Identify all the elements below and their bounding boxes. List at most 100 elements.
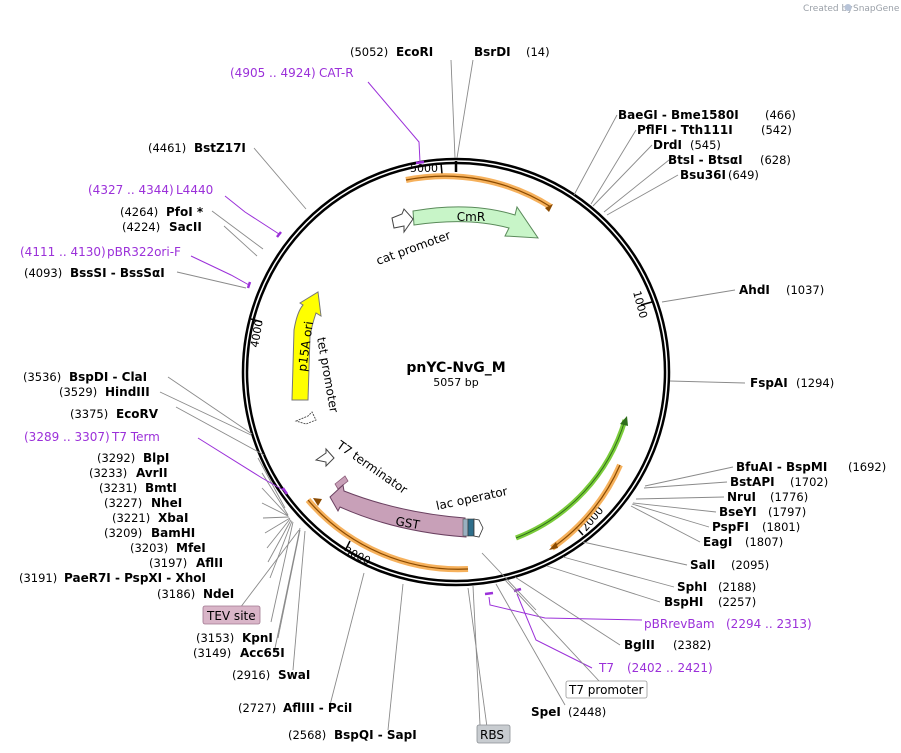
tick-1000 — [640, 301, 653, 306]
svg-text:EcoRI: EcoRI — [396, 45, 433, 59]
enzyme-label-xbai[interactable]: (3221) XbaI — [112, 511, 188, 525]
primer-label-t7-term[interactable]: (3289 .. 3307) T7 Term — [24, 430, 160, 444]
cmr-feature[interactable] — [412, 205, 539, 239]
svg-text:(3292): (3292) — [97, 451, 135, 465]
svg-text:(5052): (5052) — [350, 45, 388, 59]
primer-label-pbr322ori-f[interactable]: (4111 .. 4130) pBR322ori-F — [20, 245, 181, 259]
tick-label-5000: 5000 — [410, 162, 438, 175]
svg-text:(1294): (1294) — [796, 376, 834, 390]
enzyme-label-btsi[interactable]: BtsI - BtsαI (628) — [668, 153, 791, 167]
enzyme-label-drdi[interactable]: DrdI (545) — [653, 138, 721, 152]
t7-terminator-arrow-icon[interactable] — [314, 447, 335, 468]
rbs-box[interactable]: RBS — [476, 724, 511, 744]
tet-promoter-feature[interactable] — [294, 411, 317, 425]
enzyme-label-sali[interactable]: SalI (2095) — [690, 558, 769, 572]
enzyme-label-paer7i[interactable]: (3191) PaeR7I - PspXI - XhoI — [19, 571, 206, 585]
enzyme-label-spei[interactable]: SpeI (2448) — [531, 705, 606, 719]
primer-label-l4440[interactable]: (4327 .. 4344) L4440 — [88, 183, 213, 197]
cmr-cds-arrow — [545, 204, 553, 212]
svg-text:(4093): (4093) — [24, 266, 62, 280]
enzyme-label-hindiii[interactable]: (3529) HindIII — [59, 385, 150, 399]
enzyme-label-afliii[interactable]: (2727) AflIII - PciI — [238, 701, 352, 715]
svg-text:(2257): (2257) — [718, 595, 756, 609]
enzyme-label-aflii[interactable]: (3197) AflII — [149, 556, 223, 570]
tev-site-feature[interactable] — [334, 475, 349, 490]
enzyme-label-ecori[interactable]: (5052) EcoRI — [350, 45, 433, 59]
svg-text:pBR322ori-F: pBR322ori-F — [107, 245, 181, 259]
enzyme-label-avrii[interactable]: (3233) AvrII — [89, 466, 168, 480]
plasmid-length: 5057 bp — [433, 376, 478, 389]
enzyme-label-mfei[interactable]: (3203) MfeI — [130, 541, 206, 555]
primer-mark-cat-r — [415, 160, 425, 165]
t7-promoter-feature[interactable] — [473, 518, 484, 538]
svg-text:(2188): (2188) — [718, 580, 756, 594]
svg-text:Acc65I: Acc65I — [240, 646, 285, 660]
svg-text:AflIII - PciI: AflIII - PciI — [283, 701, 352, 715]
svg-text:MfeI: MfeI — [176, 541, 206, 555]
enzyme-label-nrui[interactable]: NruI (1776) — [727, 490, 808, 504]
svg-text:(3149): (3149) — [193, 646, 231, 660]
tick-label-4000: 4000 — [248, 319, 266, 349]
enzyme-label-blpi[interactable]: (3292) BlpI — [97, 451, 169, 465]
svg-text:(3191): (3191) — [19, 571, 57, 585]
enzyme-label-bsrdi[interactable]: BsrDI (14) — [474, 45, 550, 59]
green-orf-arrow — [620, 416, 628, 426]
orf-cds-arrow — [549, 542, 558, 550]
svg-text:AvrII: AvrII — [136, 466, 168, 480]
primer-label-cat-r[interactable]: (4905 .. 4924) CAT-R — [230, 66, 354, 80]
svg-text:BseYI: BseYI — [719, 505, 757, 519]
enzyme-label-sacii[interactable]: (4224) SacII — [122, 220, 202, 234]
tev-site-box[interactable]: TEV site — [202, 605, 261, 625]
enzyme-label-pflfi[interactable]: PflFI - Tth111I (542) — [637, 123, 792, 137]
enzyme-label-bglii[interactable]: BglII (2382) — [624, 638, 711, 652]
t7-promoter-box[interactable]: T7 promoter — [565, 680, 648, 699]
enzyme-label-acc65i[interactable]: (3149) Acc65I — [193, 646, 285, 660]
enzyme-label-baegi[interactable]: BaeGI - Bme1580I (466) — [618, 108, 796, 122]
svg-text:BamHI: BamHI — [151, 526, 195, 540]
enzyme-label-pspfi[interactable]: PspFI (1801) — [712, 520, 800, 534]
enzyme-label-pfoi[interactable]: (4264) PfoI * — [120, 205, 204, 219]
svg-text:(3203): (3203) — [130, 541, 168, 555]
primer-label-t7[interactable]: T7 (2402 .. 2421) — [598, 661, 713, 675]
svg-text:SpeI: SpeI — [531, 705, 561, 719]
svg-text:NheI: NheI — [151, 496, 182, 510]
svg-text:BmtI: BmtI — [145, 481, 177, 495]
enzyme-label-eagi[interactable]: EagI (1807) — [703, 535, 783, 549]
svg-text:(2916): (2916) — [232, 668, 270, 682]
enzyme-label-bspqi[interactable]: (2568) BspQI - SapI — [288, 728, 417, 742]
svg-text:(2568): (2568) — [288, 728, 326, 742]
gst-label: GST — [394, 514, 421, 532]
enzyme-label-bmti[interactable]: (3231) BmtI — [99, 481, 177, 495]
t7-terminator-label: T7 terminator — [333, 437, 410, 496]
credit-prefix: Created by — [803, 4, 853, 14]
enzyme-label-bsssi[interactable]: (4093) BssSI - BssSαI — [24, 266, 165, 280]
svg-text:(3186): (3186) — [157, 587, 195, 601]
enzyme-label-nhei[interactable]: (3227) NheI — [104, 496, 182, 510]
enzyme-label-bstz17i[interactable]: (4461) BstZ17I — [148, 141, 246, 155]
enzyme-label-bsphi[interactable]: BspHI (2257) — [664, 595, 756, 609]
p15a-ori-label: p15A ori — [295, 320, 316, 372]
primer-label-pbrrevbam[interactable]: pBRrevBam (2294 .. 2313) — [644, 617, 812, 631]
enzyme-label-ndei[interactable]: (3186) NdeI — [157, 587, 234, 601]
svg-text:(3209): (3209) — [104, 526, 142, 540]
lac-operator-segment-a[interactable] — [462, 518, 469, 537]
enzyme-label-bseyi[interactable]: BseYI (1797) — [719, 505, 806, 519]
enzyme-label-bamhi[interactable]: (3209) BamHI — [104, 526, 195, 540]
enzyme-label-bstapi[interactable]: BstAPI (1702) — [730, 475, 828, 489]
enzyme-label-ecorv[interactable]: (3375) EcoRV — [70, 407, 159, 421]
enzyme-label-bspdi[interactable]: (3536) BspDI - ClaI — [23, 370, 147, 384]
enzyme-label-bfuai[interactable]: BfuAI - BspMI (1692) — [736, 460, 886, 474]
enzyme-label-fspai[interactable]: FspAI (1294) — [750, 376, 834, 390]
p15a-ori-feature[interactable] — [291, 291, 322, 401]
lac-operator-feature[interactable] — [467, 518, 475, 537]
svg-text:NruI: NruI — [727, 490, 756, 504]
cmr-cds-highlight — [405, 173, 553, 210]
enzyme-label-swai[interactable]: (2916) SwaI — [232, 668, 310, 682]
cat-promoter-feature[interactable] — [391, 208, 414, 234]
enzyme-label-sphi[interactable]: SphI (2188) — [677, 580, 756, 594]
enzyme-label-kpni[interactable]: (3153) KpnI — [196, 631, 273, 645]
svg-text:pBRrevBam: pBRrevBam — [644, 617, 715, 631]
enzyme-label-bsu36i[interactable]: Bsu36I (649) — [680, 168, 759, 182]
svg-text:(4224): (4224) — [122, 220, 160, 234]
enzyme-label-ahdi[interactable]: AhdI (1037) — [739, 283, 824, 297]
